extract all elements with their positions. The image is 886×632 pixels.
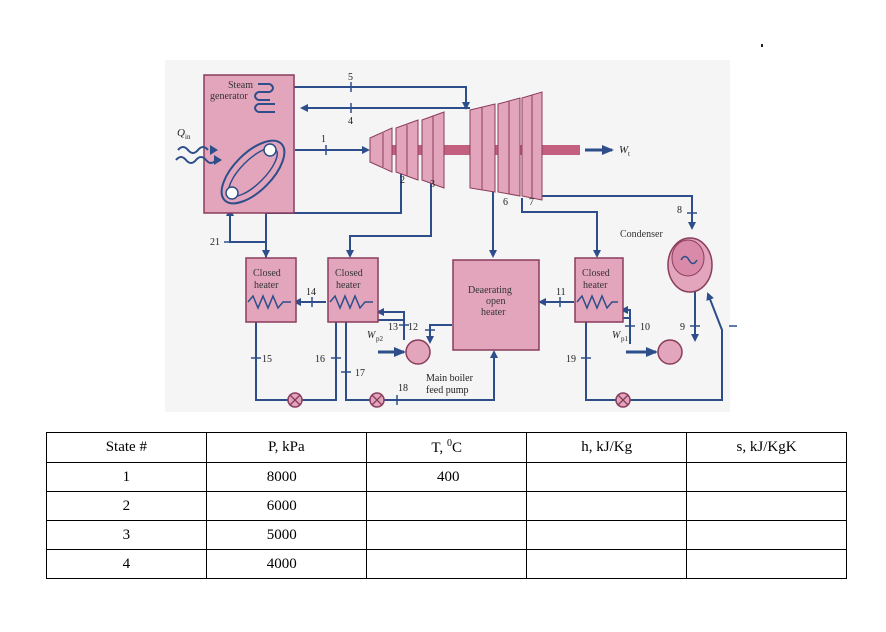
svg-text:heater: heater bbox=[481, 307, 506, 318]
svg-text:p2: p2 bbox=[376, 335, 384, 343]
table-row: 4 4000 bbox=[46, 549, 847, 579]
header-entropy: s, kJ/KgK bbox=[686, 432, 847, 463]
svg-text:heater: heater bbox=[336, 280, 361, 291]
stray-mark bbox=[761, 44, 763, 47]
pipe-ticks bbox=[224, 82, 737, 405]
state-label-10: 10 bbox=[640, 322, 650, 333]
state-label-14: 14 bbox=[306, 287, 316, 298]
cell-state: 3 bbox=[46, 520, 207, 550]
steam-generator: Steam generator bbox=[203, 74, 295, 214]
svg-text:Closed: Closed bbox=[582, 268, 610, 279]
svg-text:Deaerating: Deaerating bbox=[468, 285, 512, 296]
svg-text:open: open bbox=[486, 296, 505, 307]
deaerating-open-heater: Deaerating open heater bbox=[452, 259, 540, 351]
cell-entropy[interactable] bbox=[686, 462, 847, 492]
state-label-2: 2 bbox=[400, 175, 405, 186]
svg-text:W: W bbox=[612, 330, 622, 341]
cell-enthalpy[interactable] bbox=[526, 549, 688, 579]
cell-state: 1 bbox=[46, 462, 207, 492]
svg-text:Main boiler: Main boiler bbox=[426, 373, 474, 384]
svg-text:heater: heater bbox=[254, 280, 279, 291]
cell-state: 4 bbox=[46, 549, 207, 579]
svg-text:generator: generator bbox=[210, 91, 248, 102]
state-label-4: 4 bbox=[348, 116, 353, 127]
state-label-6: 6 bbox=[503, 197, 508, 208]
cell-entropy[interactable] bbox=[686, 491, 847, 521]
state-label-12: 12 bbox=[408, 322, 418, 333]
power-plant-diagram: Steam generator Q in W bbox=[165, 60, 737, 412]
state-label-11: 11 bbox=[556, 287, 566, 298]
pump-2: W p2 bbox=[367, 330, 431, 365]
state-number-labels: 1 2 3 4 5 6 7 8 9 10 11 12 13 14 15 16 1… bbox=[210, 72, 685, 394]
state-label-8: 8 bbox=[677, 205, 682, 216]
closed-heater-2: Closed heater bbox=[327, 257, 379, 323]
svg-text:W: W bbox=[619, 144, 629, 156]
state-label-3: 3 bbox=[430, 179, 435, 190]
svg-text:Closed: Closed bbox=[253, 268, 281, 279]
cell-pressure: 6000 bbox=[205, 491, 368, 521]
cell-pressure: 5000 bbox=[205, 520, 368, 550]
work-output-arrow: W t bbox=[585, 144, 630, 158]
state-label-5: 5 bbox=[348, 72, 353, 83]
state-label-1: 1 bbox=[321, 134, 326, 145]
state-label-17: 17 bbox=[355, 368, 365, 379]
header-enthalpy: h, kJ/Kg bbox=[526, 432, 688, 463]
state-label-9: 9 bbox=[680, 322, 685, 333]
cell-entropy[interactable] bbox=[686, 520, 847, 550]
svg-text:p1: p1 bbox=[621, 335, 629, 343]
state-label-16: 16 bbox=[315, 354, 325, 365]
main-boiler-feed-pump-label: Main boiler feed pump bbox=[426, 373, 474, 396]
cell-pressure: 4000 bbox=[205, 549, 368, 579]
svg-text:t: t bbox=[628, 150, 630, 158]
state-label-21: 21 bbox=[210, 237, 220, 248]
cell-pressure: 8000 bbox=[205, 462, 368, 492]
closed-heater-1: Closed heater bbox=[245, 257, 297, 323]
svg-text:W: W bbox=[367, 330, 377, 341]
header-temperature: T, 0C bbox=[365, 432, 528, 463]
cell-temperature: 400 bbox=[365, 462, 528, 492]
svg-text:in: in bbox=[185, 133, 191, 141]
condenser: Condenser bbox=[620, 229, 713, 293]
cell-enthalpy[interactable] bbox=[526, 462, 688, 492]
svg-text:Closed: Closed bbox=[335, 268, 363, 279]
cell-temperature[interactable] bbox=[365, 549, 528, 579]
cell-enthalpy[interactable] bbox=[526, 520, 688, 550]
state-label-15: 15 bbox=[262, 354, 272, 365]
heat-input-arrow: Q in bbox=[175, 127, 222, 165]
closed-heater-3: Closed heater bbox=[574, 257, 624, 323]
header-state: State # bbox=[46, 432, 207, 463]
cell-entropy[interactable] bbox=[686, 549, 847, 579]
state-label-18: 18 bbox=[398, 383, 408, 394]
pump-1: W p1 bbox=[612, 330, 683, 365]
cell-temperature[interactable] bbox=[365, 520, 528, 550]
svg-text:heater: heater bbox=[583, 280, 608, 291]
pipes bbox=[226, 86, 723, 401]
state-label-19: 19 bbox=[566, 354, 576, 365]
table-row: 2 6000 bbox=[46, 491, 847, 521]
svg-text:Steam: Steam bbox=[228, 80, 253, 91]
state-label-7: 7 bbox=[529, 197, 534, 208]
svg-text:feed pump: feed pump bbox=[426, 385, 469, 396]
header-pressure: P, kPa bbox=[205, 432, 368, 463]
cell-enthalpy[interactable] bbox=[526, 491, 688, 521]
state-label-13: 13 bbox=[388, 322, 398, 333]
table-row: 1 8000 400 bbox=[46, 462, 847, 492]
cell-state: 2 bbox=[46, 491, 207, 521]
table-header-row: State # P, kPa T, 0C h, kJ/Kg s, kJ/KgK bbox=[46, 432, 847, 463]
cell-temperature[interactable] bbox=[365, 491, 528, 521]
svg-text:Q: Q bbox=[177, 127, 185, 139]
state-properties-table: State # P, kPa T, 0C h, kJ/Kg s, kJ/KgK … bbox=[46, 432, 847, 579]
table-row: 3 5000 bbox=[46, 520, 847, 550]
turbine-assembly bbox=[369, 91, 580, 201]
svg-text:Condenser: Condenser bbox=[620, 229, 663, 240]
